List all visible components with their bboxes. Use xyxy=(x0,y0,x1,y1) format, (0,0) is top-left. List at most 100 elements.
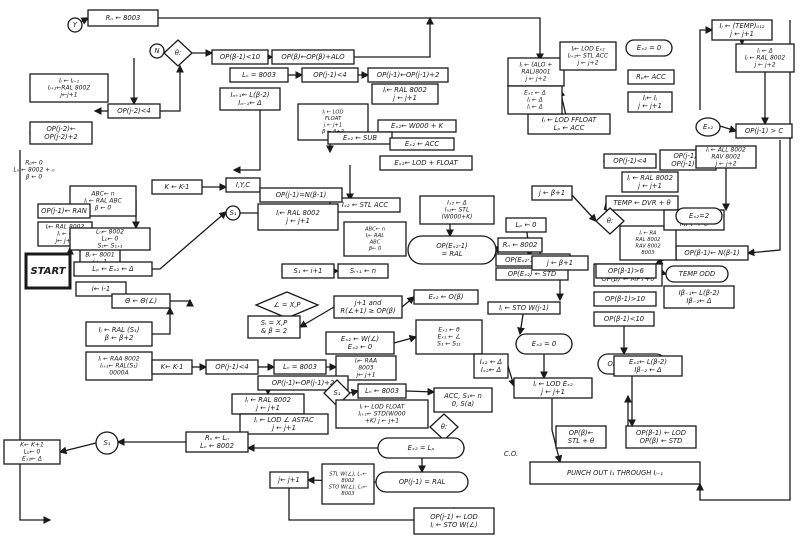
connector-8 xyxy=(160,64,184,112)
node-op-j-gt-c: OP(j-1) > C xyxy=(735,123,793,139)
node-label-op-ral-0: OP(j-1)← RAN xyxy=(41,207,87,215)
node-label-ij-ial-r-2: j ← j+2 xyxy=(753,62,775,69)
node-shape-ia-assign xyxy=(219,87,281,111)
connector-28 xyxy=(298,306,335,328)
node-shape-ex2-wooo xyxy=(377,119,457,133)
node-label-k-inc-1: Lₚ← 0 xyxy=(24,449,41,456)
node-label-theta-theta-0: Θ ← Θ(∠) xyxy=(125,297,157,305)
node-label-ij-raa-8002-1: RAL 8002 xyxy=(636,237,661,243)
node-label-ix-delta-1: Iₓ₂← STL xyxy=(445,207,470,214)
node-label-ij-ial-2: j←j+1 xyxy=(59,92,77,99)
node-op-std: OP(Eₓ₂) ← STD xyxy=(495,267,569,281)
node-label-abcn-block-1: Iⱼ ← RAL ABC xyxy=(84,198,122,205)
node-shape-lp-init xyxy=(69,227,151,251)
node-label-op-beta-stl-1: STL + θ xyxy=(568,437,595,445)
node-label-ij-raa-0: Iⱼ ← RAA 8002 xyxy=(98,355,139,362)
connector-1 xyxy=(158,17,544,62)
node-ex2-acc: Eₓ₂ ← ACC xyxy=(389,137,455,151)
node-label-k-inc-2: Eₓ₂← Δ xyxy=(22,456,42,463)
connector-30 xyxy=(393,334,418,344)
node-op-beta-gt10: OP(β-1)>10 xyxy=(593,291,657,307)
node-op-beta-gt6: OP(β-1)>6 xyxy=(595,263,657,279)
node-top-y: Y xyxy=(67,17,83,33)
node-op-beta-n: OP(β-1)← N(β-1) xyxy=(675,245,749,261)
node-ex2-right: Eₓ₂ xyxy=(695,117,721,137)
node-shape-i-dec xyxy=(75,281,127,297)
node-ex2-lod: Eₓ₂← LOD + FLOAT xyxy=(379,155,473,171)
node-ex2-stl: Iₓ₂ ← STL ACC xyxy=(329,197,401,213)
node-i-beta: Iβ₋₁← L(β-2)Iβ₋₂← Δ xyxy=(663,285,735,309)
node-shape-iyc xyxy=(225,177,261,193)
node-label-ij-lod-float-b-1: Iⱼ₊₁← STD(W000 xyxy=(358,411,405,418)
node-shape-si1 xyxy=(337,263,389,279)
node-shape-stl-block xyxy=(321,463,375,505)
node-label-ral-mid-2: j← j+1 xyxy=(54,238,74,245)
node-shape-ij-ijj xyxy=(627,91,673,113)
node-si-inc: S₁ ← i+1 xyxy=(281,263,335,279)
node-label-ij-raa-8003-2: j← j+1 xyxy=(355,372,375,379)
node-s1-tag: S₁ xyxy=(225,205,241,221)
node-shape-ln-8003 xyxy=(273,359,327,375)
node-label-ral-mid-1: Iⱼ ← 0 xyxy=(57,231,73,238)
node-label-ex2-right-0: Eₓ₂ xyxy=(703,123,713,131)
node-ij-ral-si: Iⱼ ← RAL (S₁)β ← β+2 xyxy=(85,321,153,347)
node-shape-ex2-zero xyxy=(515,333,573,355)
node-shape-abcn-block xyxy=(69,185,137,217)
node-shape-ij-raa xyxy=(85,351,153,381)
node-shape-j-beta1 xyxy=(531,185,573,201)
node-label-ij-plus-1: RAL)8001 xyxy=(521,69,550,76)
node-label-lp-init-0: Lₙ← 8002 xyxy=(96,228,124,235)
node-ex2-wooo: Eₓ₂← W000 + K xyxy=(377,119,457,133)
node-shape-op-j1-2 xyxy=(257,375,349,391)
node-shape-i-beta xyxy=(663,285,735,309)
node-shape-ex2-w xyxy=(325,331,395,355)
node-shape-si-low xyxy=(95,431,119,455)
node-shape-l-8003 xyxy=(229,67,289,83)
node-label-rp-acc-r-0: Rₚ← ACC xyxy=(636,73,666,81)
node-label-ij-ral-8002-low-1: j ← j+1 xyxy=(285,217,310,225)
node-label-op-j1-lt4-0: OP(j-1)<4 xyxy=(215,363,248,371)
node-shape-op-beta-stl xyxy=(555,425,607,449)
connector-39 xyxy=(405,387,436,396)
node-label-ij-lod-xyz-0: Iⱼ← LOD Eₓ₂ xyxy=(571,45,605,52)
node-shape-op-j-lt4 xyxy=(603,153,657,169)
node-label-ij-sto-0: Iⱼ ← STO W(j-1) xyxy=(499,304,549,312)
node-k-dec-2: K← K-1 xyxy=(151,359,193,375)
node-label-si-low-0: S₁ xyxy=(103,439,110,447)
node-label-i-beta-0: Iβ₋₁← L(β-2) xyxy=(679,289,720,297)
node-shape-ix2-delta xyxy=(473,353,509,379)
node-shape-s1-tag xyxy=(225,205,241,221)
node-label-ex2-lod-0: Eₓ₂← LOD + FLOAT xyxy=(394,159,458,167)
node-label-s-r-test-1: R(∠+1) ≥ OP(β) xyxy=(340,307,395,315)
node-shape-punch xyxy=(529,461,701,485)
node-label-ij-lod-float-0: Iⱼ ← LOD xyxy=(323,110,344,116)
node-label-ij-ial-r-1: Iⱼ ← RAL 8002 xyxy=(745,55,786,62)
node-label-op-beta-alo-0: OP(β)←OP(β)+ALO xyxy=(281,53,345,61)
node-punch: PUNCH OUT I₁ THROUGH Iⱼ₋₁ xyxy=(529,461,701,485)
node-op-j2-inc: OP(j-2)←OP(j-2)+2 xyxy=(29,121,93,145)
node-shape-start xyxy=(24,252,72,290)
node-label-si1-0: Sᵢ₊₁ ← n xyxy=(350,267,376,275)
node-label-init-block-1: Lₙ ← 8002 + ₀ xyxy=(13,167,55,174)
node-op-beta-10: OP(β-1)<10 xyxy=(593,311,655,327)
node-label-abcn-block-0: ABC← n xyxy=(90,190,114,197)
node-shape-ex2-l xyxy=(613,355,683,377)
node-shape-ex2-op xyxy=(413,289,479,305)
connector-69 xyxy=(699,26,714,110)
node-label-init-block-0: Rₚ← 0 xyxy=(25,159,43,166)
node-label-op-beta-lod-1: OP(β) ← STD xyxy=(640,437,683,445)
node-op-ex2-ral: OP(Eₓ₂-1)= RAL xyxy=(407,235,497,265)
node-shape-top-n xyxy=(149,43,165,59)
node-shape-ij-ral-8002-r xyxy=(621,171,679,193)
node-label-init-block-2: β ← 0 xyxy=(26,174,43,181)
